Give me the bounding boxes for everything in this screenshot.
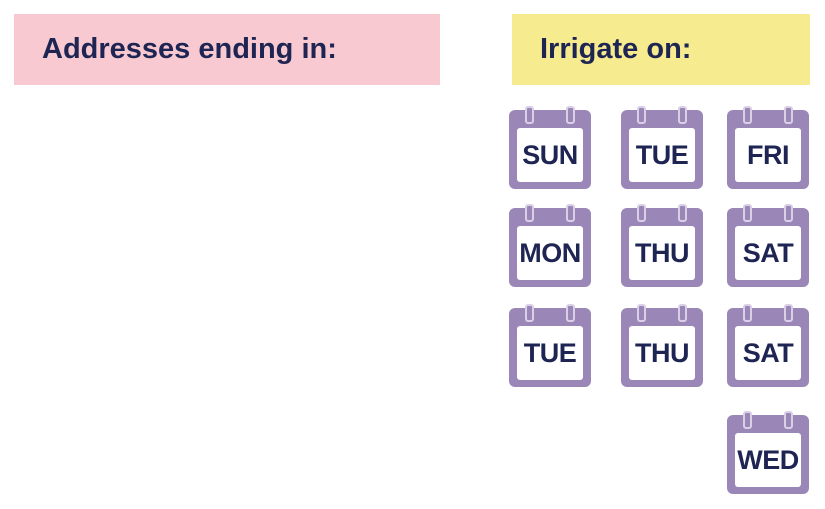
day-label: TUE <box>629 128 695 182</box>
calendar-ring <box>525 304 534 322</box>
calendar-icon: THU <box>621 304 703 387</box>
calendar-ring <box>784 106 793 124</box>
calendar-ring <box>743 106 752 124</box>
day-label: SAT <box>735 226 801 280</box>
calendar-icon: THU <box>621 204 703 287</box>
day-label: WED <box>735 433 801 487</box>
calendar-icon: WED <box>727 411 809 494</box>
calendar-ring <box>637 106 646 124</box>
addresses-header: Addresses ending in: <box>14 14 440 85</box>
calendar-ring <box>743 411 752 429</box>
calendar-ring <box>784 204 793 222</box>
day-label: TUE <box>517 326 583 380</box>
calendar-ring <box>784 411 793 429</box>
calendar-ring <box>525 106 534 124</box>
calendar-ring <box>566 304 575 322</box>
day-label: SAT <box>735 326 801 380</box>
calendar-ring <box>784 304 793 322</box>
calendar-icon: MON <box>509 204 591 287</box>
calendar-ring <box>678 106 687 124</box>
day-label: FRI <box>735 128 801 182</box>
calendar-icon: SUN <box>509 106 591 189</box>
calendar-ring <box>678 204 687 222</box>
calendar-ring <box>525 204 534 222</box>
calendar-icon: TUE <box>621 106 703 189</box>
day-label: MON <box>517 226 583 280</box>
calendar-icon: TUE <box>509 304 591 387</box>
calendar-ring <box>637 204 646 222</box>
calendar-icon: SAT <box>727 204 809 287</box>
calendar-ring <box>743 204 752 222</box>
day-label: SUN <box>517 128 583 182</box>
calendar-ring <box>743 304 752 322</box>
day-label: THU <box>629 326 695 380</box>
calendar-icon: SAT <box>727 304 809 387</box>
irrigate-header: Irrigate on: <box>512 14 810 85</box>
calendar-ring <box>566 106 575 124</box>
calendar-ring <box>678 304 687 322</box>
calendar-ring <box>566 204 575 222</box>
calendar-icon: FRI <box>727 106 809 189</box>
calendar-ring <box>637 304 646 322</box>
day-label: THU <box>629 226 695 280</box>
